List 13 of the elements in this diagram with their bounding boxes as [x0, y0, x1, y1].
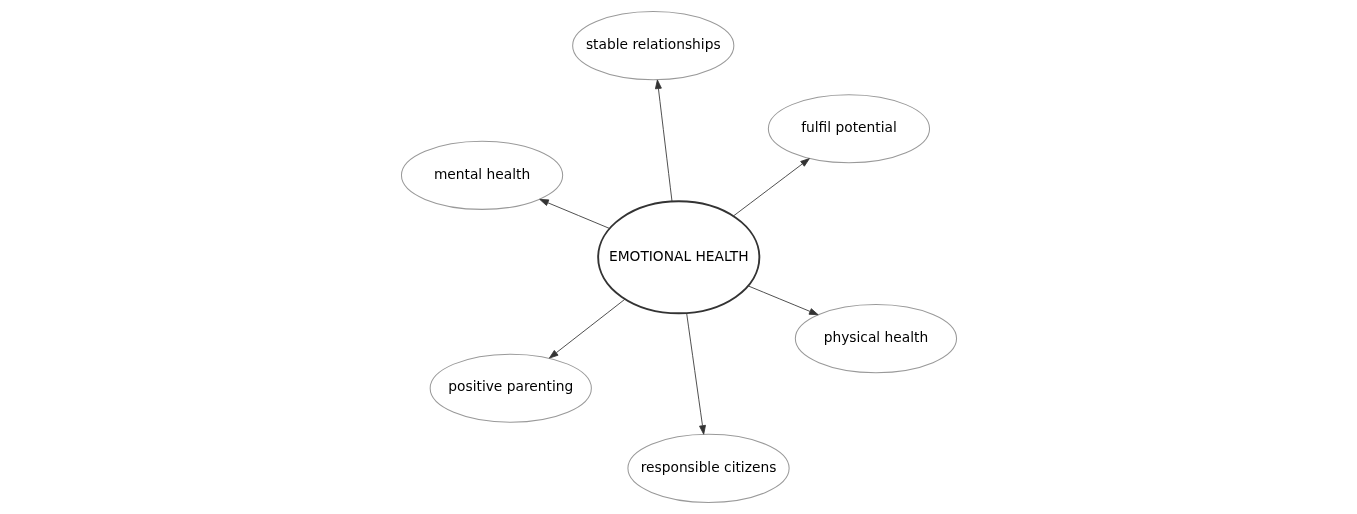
arrow	[685, 312, 706, 435]
node-ellipse: EMOTIONAL HEALTH	[596, 200, 760, 315]
arrow	[654, 79, 672, 202]
node-ellipse: responsible citizens	[626, 433, 790, 503]
arrow	[747, 285, 819, 316]
arrow	[548, 298, 625, 359]
node-ellipse: fulfil potential	[767, 94, 930, 164]
node-ellipse: physical health	[794, 304, 957, 374]
node-ellipse: mental health	[400, 140, 563, 210]
arrow	[732, 158, 810, 217]
node-ellipse: stable relationships	[571, 11, 734, 81]
node-ellipse: positive parenting	[429, 353, 592, 423]
arrow	[538, 198, 610, 229]
